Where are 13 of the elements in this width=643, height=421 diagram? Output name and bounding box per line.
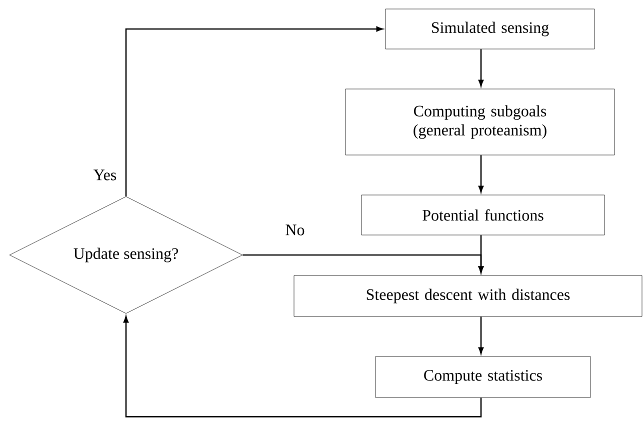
process-box: Simulated sensing — [385, 8, 595, 50]
process-box: Potential functions — [361, 194, 605, 236]
arrow — [242, 254, 484, 273]
process-box: Compute statistics — [375, 356, 591, 398]
arrow — [125, 26, 383, 196]
edge-label: No — [284, 224, 306, 236]
arrow — [478, 155, 484, 192]
arrow — [478, 49, 484, 86]
arrow — [123, 316, 482, 418]
arrow — [478, 316, 484, 354]
process-box: Computing subgoals (general proteanism) — [345, 88, 615, 156]
edge-label: Yes — [92, 168, 118, 182]
process-box: Steepest descent with distances — [294, 275, 642, 317]
